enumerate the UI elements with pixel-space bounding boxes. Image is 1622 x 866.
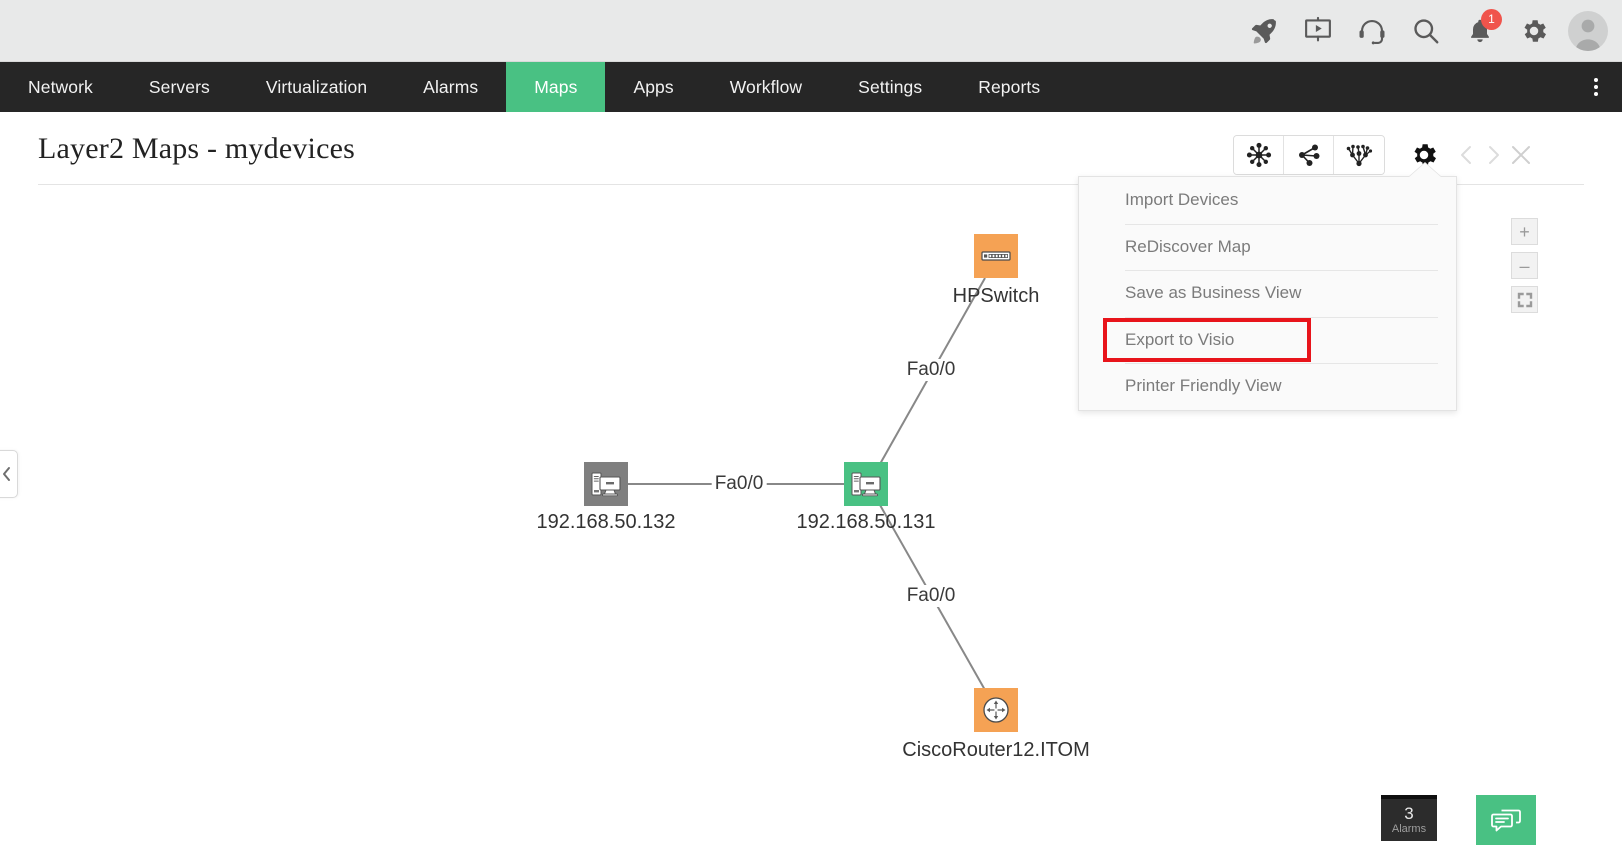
symmetric-layout-button[interactable]	[1284, 136, 1334, 174]
bell-icon[interactable]: 1	[1454, 5, 1506, 57]
chat-widget-button[interactable]	[1476, 795, 1536, 845]
map-node-label-host131: 192.168.50.131	[796, 511, 936, 533]
search-icon[interactable]	[1400, 5, 1452, 57]
nav-item-reports[interactable]: Reports	[978, 76, 1041, 97]
radial-layout-button[interactable]	[1234, 136, 1284, 174]
close-icon[interactable]	[1504, 139, 1538, 171]
layout-button-group	[1233, 135, 1385, 175]
nav-item-maps[interactable]: Maps	[506, 62, 606, 112]
nav-item-workflow[interactable]: Workflow	[729, 76, 803, 97]
dropdown-caret	[1408, 163, 1442, 178]
top-utility-icons: 1	[1238, 0, 1614, 62]
next-map-chevron-icon[interactable]	[1478, 139, 1508, 171]
map-zoom-controls: + –	[1511, 218, 1538, 313]
chevron-left-icon	[3, 467, 10, 481]
map-node-host132[interactable]	[584, 462, 628, 506]
map-link-label-131-router: Fa0/0	[903, 585, 959, 607]
header-divider	[38, 184, 1584, 185]
nav-item-settings[interactable]: Settings	[858, 76, 923, 97]
map-node-host131[interactable]	[844, 462, 888, 506]
map-link-label-132-131: Fa0/0	[711, 473, 767, 495]
computer-icon	[591, 472, 621, 497]
menu-item-printer-friendly-view[interactable]: Printer Friendly View	[1079, 363, 1456, 410]
router-icon	[983, 697, 1009, 723]
sidebar-collapse-handle[interactable]	[0, 450, 18, 498]
nav-item-servers[interactable]: Servers	[148, 76, 210, 97]
previous-map-chevron-icon[interactable]	[1452, 139, 1482, 171]
menu-item-export-to-visio[interactable]: Export to Visio	[1079, 316, 1456, 364]
alarms-label: Alarms	[1391, 822, 1427, 835]
nav-item-alarms[interactable]: Alarms	[423, 76, 479, 97]
map-node-hpswitch[interactable]	[974, 234, 1018, 278]
page-title: Layer2 Maps - mydevices	[38, 132, 355, 165]
presentation-icon[interactable]	[1292, 5, 1344, 57]
hierarchic-layout-button[interactable]	[1334, 136, 1384, 174]
fullscreen-icon	[1517, 292, 1532, 307]
map-node-ciscorouter[interactable]	[974, 688, 1018, 732]
nav-overflow-menu-icon[interactable]	[1580, 62, 1612, 112]
map-node-label-ciscorouter: CiscoRouter12.ITOM	[902, 739, 1090, 761]
nav-item-virtualization[interactable]: Virtualization	[265, 76, 368, 97]
menu-item-rediscover-map[interactable]: ReDiscover Map	[1079, 223, 1456, 271]
main-navigation: Network Servers Virtualization Alarms Ma…	[0, 62, 1622, 112]
switch-icon	[981, 251, 1011, 261]
nav-item-network[interactable]: Network	[28, 76, 93, 97]
map-node-label-hpswitch: HPSwitch	[952, 285, 1040, 307]
zoom-out-button[interactable]: –	[1511, 252, 1538, 279]
chat-icon	[1491, 809, 1521, 832]
alarms-count: 3	[1404, 803, 1414, 823]
computer-icon	[851, 472, 881, 497]
zoom-in-button[interactable]: +	[1511, 218, 1538, 245]
notification-badge: 1	[1481, 9, 1502, 30]
map-node-label-host132: 192.168.50.132	[536, 511, 676, 533]
gear-icon[interactable]	[1508, 5, 1560, 57]
menu-item-import-devices[interactable]: Import Devices	[1125, 190, 1239, 210]
alarms-widget[interactable]: 3 Alarms	[1381, 795, 1437, 841]
avatar-image	[1568, 11, 1608, 51]
rocket-icon[interactable]	[1238, 5, 1290, 57]
headset-icon[interactable]	[1346, 5, 1398, 57]
menu-item-save-as-business-view[interactable]: Save as Business View	[1079, 270, 1456, 317]
map-settings-dropdown: Import Devices ReDiscover Map Save as Bu…	[1078, 176, 1457, 411]
top-utility-bar: 1	[0, 0, 1622, 62]
nav-item-apps[interactable]: Apps	[633, 76, 674, 97]
map-link-label-131-hpswitch: Fa0/0	[903, 359, 959, 381]
map-settings-gear-icon[interactable]	[1406, 137, 1442, 173]
fit-to-screen-button[interactable]	[1511, 286, 1538, 313]
avatar[interactable]	[1562, 5, 1614, 57]
